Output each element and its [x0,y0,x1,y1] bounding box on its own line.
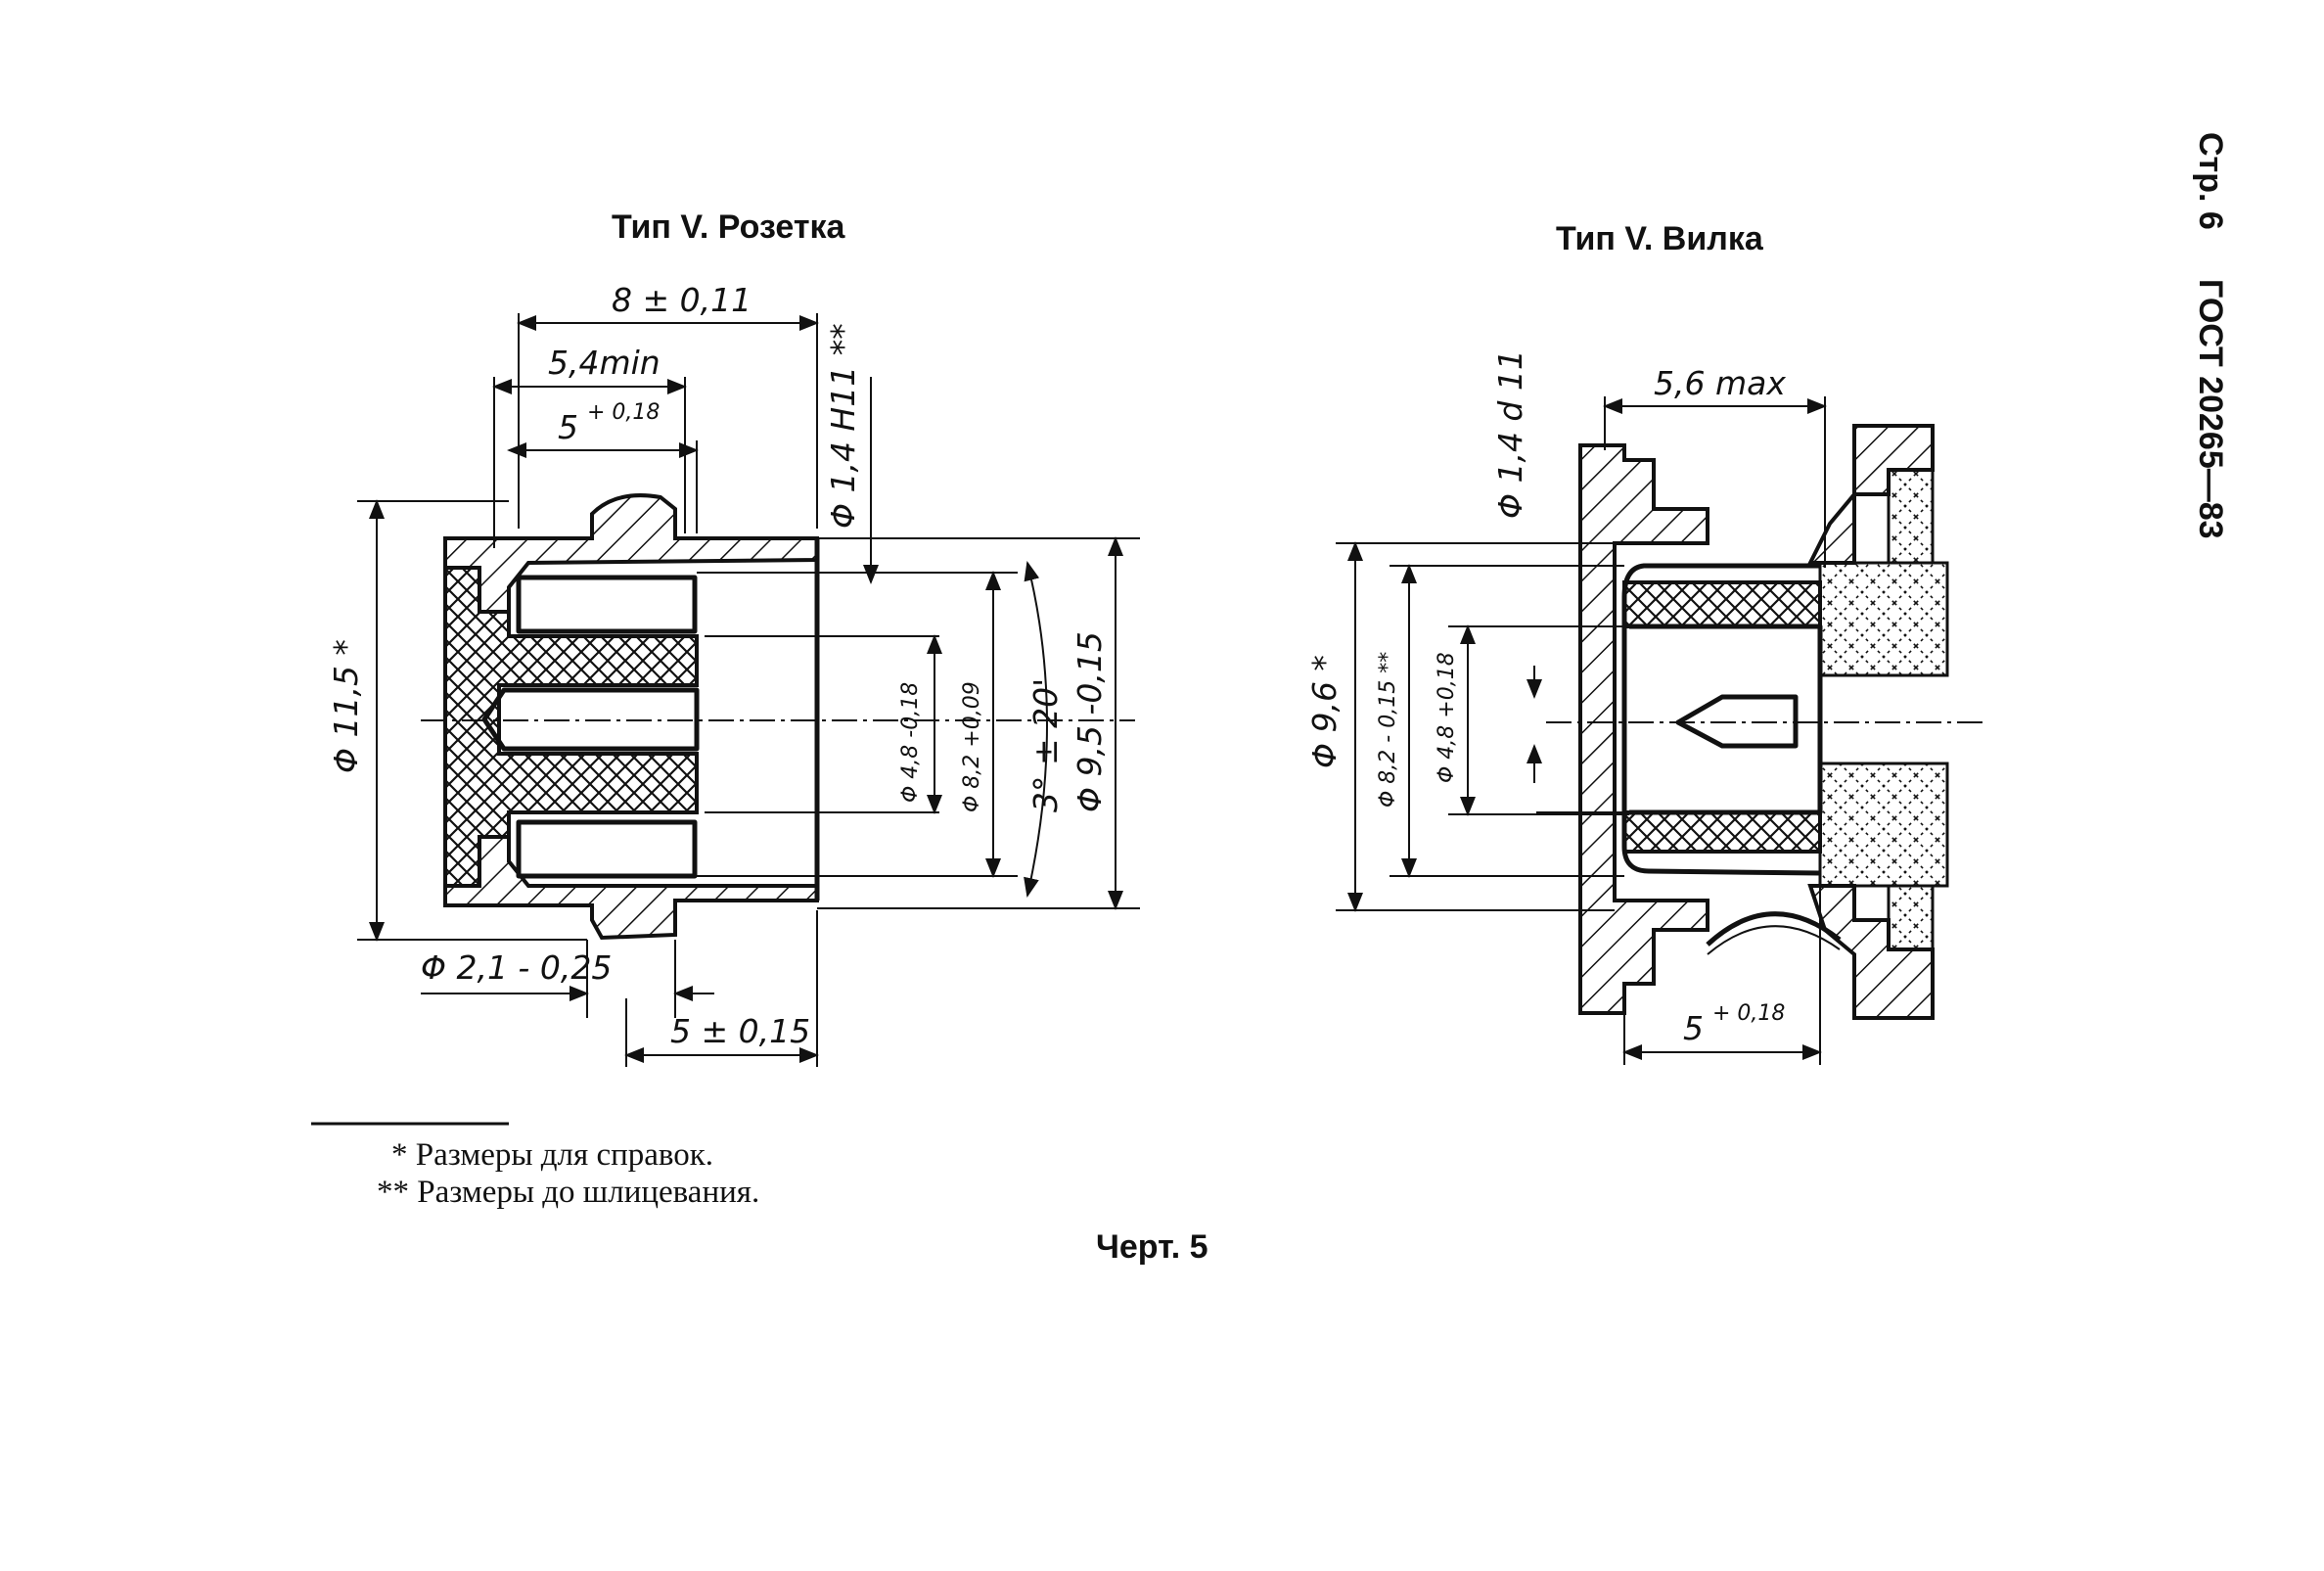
plug-flange [1578,443,1709,1015]
plug-spring [1706,911,1842,947]
dim-outer-dia: Φ 11,5 * [327,639,365,773]
dim-length-min: 5,4min [548,344,661,382]
dim-bottom-length: 5 ± 0,15 [670,1012,810,1050]
dim-plug-bottom: 5 [1683,1009,1704,1047]
sheet-number: Стр. 6 [2192,132,2229,230]
socket-view: Тип V. Розетка 8 ± 0,11 5,4min [327,208,1140,1067]
dim-taper-angle: 3° ± 20' [1026,678,1065,812]
dim-length-total: 8 ± 0,11 [612,281,752,319]
dim-length-max: 5,6 max [1654,364,1786,402]
plug-bore [1629,624,1823,815]
dim-groove: Φ 8,2 +0,09 [960,681,984,812]
dim-inner-dia: Φ 4,8 +0,18 [1435,652,1459,783]
footnote-2: ** Размеры до шлицевания. [377,1175,759,1210]
footnotes: * Размеры для справок. ** Размеры до шли… [311,1122,759,1210]
socket-centre-bore [481,687,700,752]
plug-view: Тип V. Вилка 5,6 max Φ 1,4 d 11 [1305,220,1986,1065]
socket-shell-top [443,493,819,614]
socket-upper-hole [516,575,698,634]
page-header: Стр. 6 ГОСТ 20265—83 [2192,132,2229,539]
dim-outer-body: Φ 9,5 -0,15 [1071,631,1109,812]
dim-inner-length: 5 [558,408,578,446]
dim-plug-bottom-tol: + 0,18 [1712,1001,1785,1026]
dim-pin-hole: Φ 1,4 H11 ** [824,323,862,529]
plug-pin [1675,694,1799,749]
socket-shell-bottom [443,835,819,941]
plug-insulator-outer [1818,468,1949,951]
socket-title: Тип V. Розетка [612,208,846,246]
dim-bore: Φ 4,8 -0,18 [898,682,923,803]
plug-sleeve [1621,563,1821,876]
socket-dimensions: 8 ± 0,11 5,4min 5 + 0,18 Φ 1,4 H11 ** Φ … [327,281,1140,1067]
plug-title: Тип V. Вилка [1556,220,1764,257]
footnote-1: * Размеры для справок. [391,1137,713,1173]
figure-caption: Черт. 5 [1096,1228,1208,1266]
dim-slot: Φ 2,1 - 0,25 [421,948,612,987]
standard-code: ГОСТ 20265—83 [2192,279,2229,539]
dim-sleeve: Φ 8,2 - 0,15 ** [1376,652,1400,808]
dim-inner-length-tol: + 0,18 [587,400,660,425]
dim-plug-outer: Φ 9,6 * [1305,655,1344,768]
plug-dimensions: 5,6 max Φ 1,4 d 11 Φ 9,6 * Φ 8,2 - 0,15 … [1305,349,1827,1065]
dim-pin-dia: Φ 1,4 d 11 [1491,349,1529,519]
socket-lower-hole [516,819,698,879]
